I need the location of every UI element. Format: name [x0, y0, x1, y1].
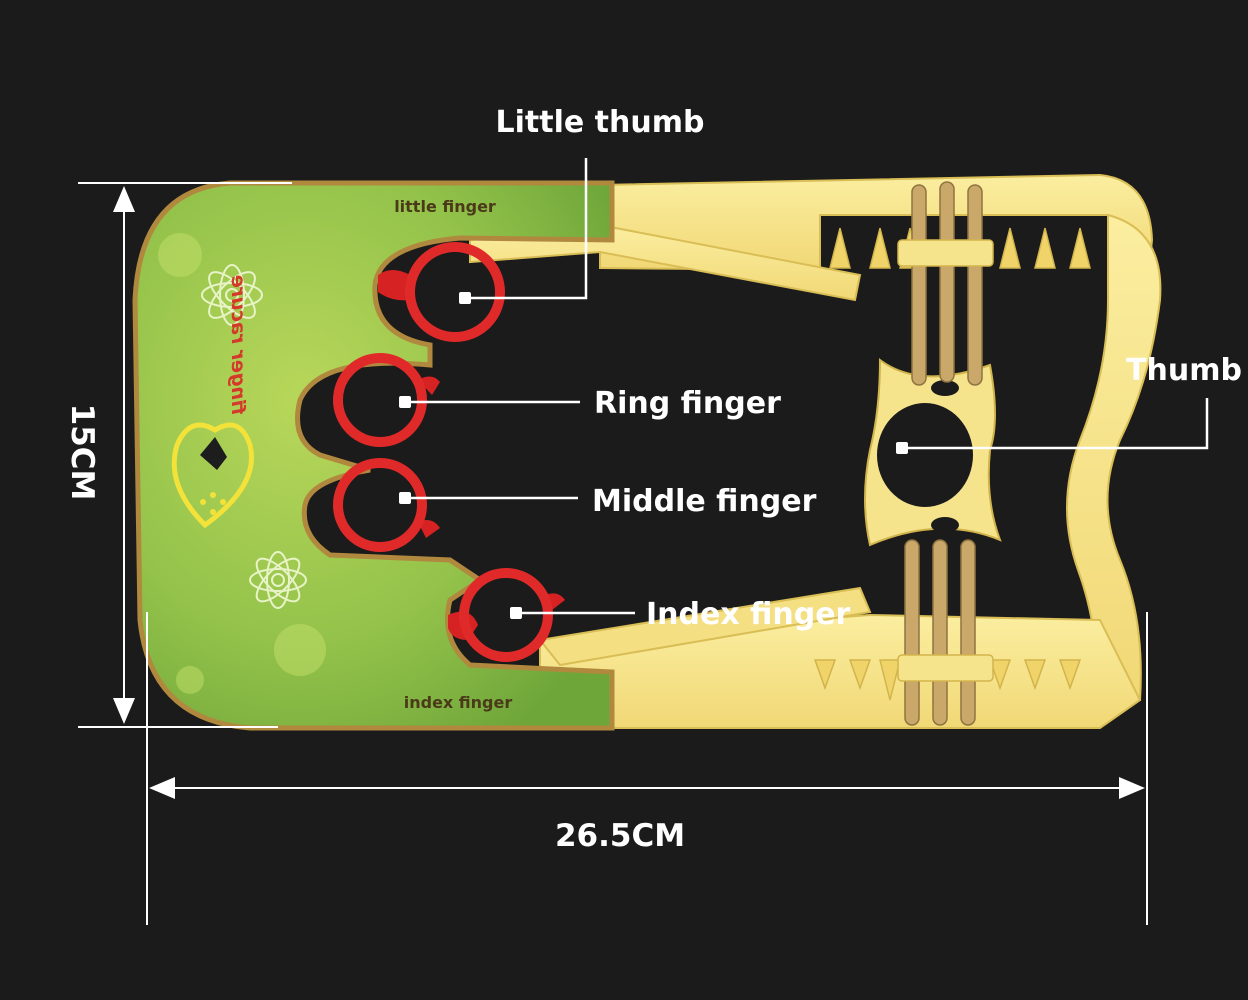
flower-icon — [201, 264, 263, 326]
ring-middle-finger — [333, 458, 440, 552]
ring-ring-finger — [333, 353, 440, 447]
ring-little-finger — [378, 242, 505, 342]
height-label: 15CM — [64, 404, 100, 501]
callout-thumb: Thumb — [1126, 353, 1242, 388]
thumb-holder-slot-lower — [931, 517, 959, 533]
frame-top-teeth — [829, 227, 1091, 269]
callout-leaders — [399, 158, 1209, 619]
arrow-left-icon — [149, 777, 175, 799]
ring-index-finger — [448, 568, 565, 662]
printed-label-little-finger: little finger — [394, 197, 496, 216]
arrow-down-icon — [113, 698, 135, 724]
thumb-hole — [877, 403, 973, 507]
arrow-right-icon — [1119, 777, 1145, 799]
callout-middle-finger: Middle finger — [592, 484, 817, 519]
arrow-up-icon — [113, 186, 135, 212]
frame-bottom-teeth — [813, 659, 1082, 701]
green-panel: finger racure little finger index finger — [132, 180, 615, 731]
width-dimension: 26.5CM — [146, 612, 1148, 925]
heart-logo-icon — [171, 422, 254, 529]
star-icon — [200, 492, 226, 515]
frame-right-side — [1066, 213, 1162, 707]
width-label: 26.5CM — [555, 818, 685, 854]
thumb-holder-slot-upper — [931, 380, 959, 396]
rubber-bands — [897, 181, 994, 726]
height-dimension: 15CM — [64, 182, 292, 728]
callout-index-finger: Index finger — [646, 597, 851, 632]
brand-label: finger racure — [227, 275, 249, 415]
callout-ring-finger: Ring finger — [594, 386, 781, 421]
green-panel-body — [132, 180, 615, 731]
yellow-frame — [469, 173, 1162, 729]
frame-lower-arm — [538, 586, 872, 667]
finger-rings — [333, 242, 565, 662]
callout-little-thumb: Little thumb — [496, 105, 705, 140]
flower-icon — [249, 551, 307, 609]
printed-label-index-finger: index finger — [404, 693, 513, 712]
frame-top-rail — [599, 173, 1154, 272]
